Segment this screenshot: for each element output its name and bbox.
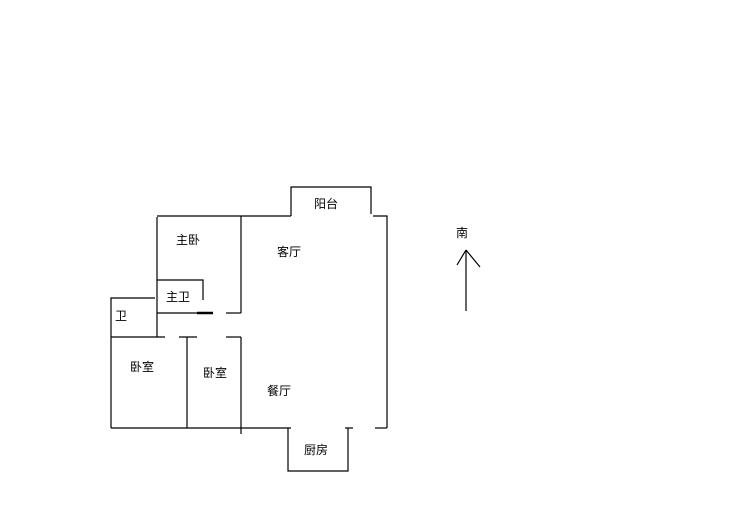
label-bath: 卫 <box>115 309 127 323</box>
balcony-wall <box>290 186 372 216</box>
label-dining-room: 餐厅 <box>267 383 291 398</box>
compass: 南 <box>456 225 481 311</box>
label-kitchen: 厨房 <box>304 442 328 457</box>
right-wall <box>373 215 388 428</box>
label-balcony: 阳台 <box>314 196 338 211</box>
bath-wall <box>110 297 155 428</box>
label-bedroom-1: 卧室 <box>130 359 154 374</box>
label-master-bath: 主卫 <box>166 290 190 304</box>
label-living-room: 客厅 <box>277 244 301 259</box>
room-labels: 阳台 主卧 客厅 主卫 卫 卧室 卧室 餐厅 厨房 <box>115 196 338 457</box>
compass-label: 南 <box>456 225 468 240</box>
kitchen-wall <box>287 428 349 472</box>
master-bath-wall <box>157 279 204 300</box>
label-master-bedroom: 主卧 <box>176 233 200 247</box>
walls <box>110 186 388 472</box>
north-arrow-icon <box>456 249 481 311</box>
label-bedroom-2: 卧室 <box>203 365 227 380</box>
